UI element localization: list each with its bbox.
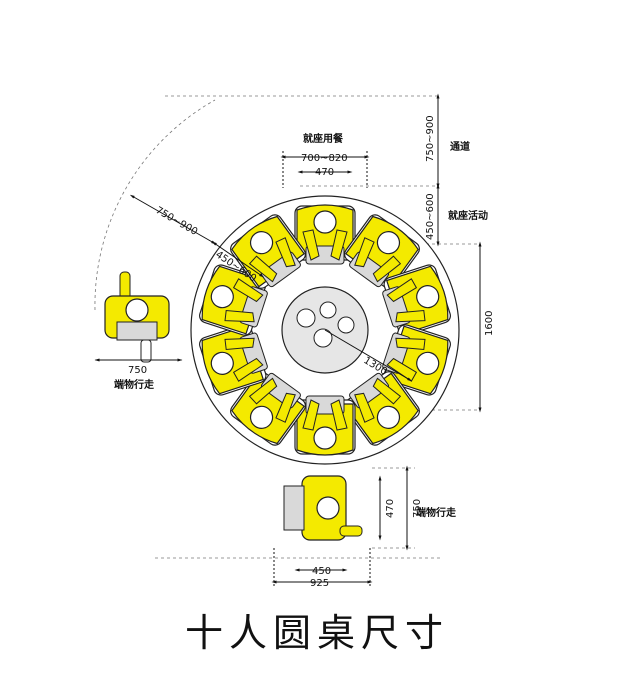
dish: [296, 308, 316, 328]
dim-bottom-925: 925: [310, 578, 329, 589]
label-aisle: 通道: [450, 140, 470, 153]
page-title: 十人圆桌尺寸: [184, 611, 449, 655]
dim-seat-470-top: 470: [315, 167, 334, 178]
dim-seat-width-range: 700~820: [301, 153, 348, 164]
dim-aisle-depth: 750~900: [425, 115, 436, 162]
dim-bottom-450: 450: [312, 566, 331, 577]
dish: [337, 316, 355, 334]
dimension-lines: [94, 93, 482, 588]
label-carry-walk-left: 端物行走: [114, 378, 155, 391]
dim-bottom-470: 470: [385, 499, 396, 518]
dim-bottom-750: 750: [412, 499, 423, 518]
dish: [319, 301, 337, 319]
label-seating-activity: 就座活动: [448, 209, 488, 222]
left-waiter-figure: [104, 271, 170, 363]
dim-outer-height: 1600: [484, 311, 495, 336]
dish: [313, 328, 333, 348]
dim-left-walk-width: 750: [128, 365, 147, 376]
bottom-waiter-figure: [283, 475, 363, 541]
label-carry-walk-bottom: 端物行走: [416, 506, 457, 519]
dim-diag-outer: 750~900: [154, 205, 200, 238]
dim-activity-depth: 450~600: [425, 193, 436, 240]
label-dining-seat: 就座用餐: [303, 132, 344, 145]
